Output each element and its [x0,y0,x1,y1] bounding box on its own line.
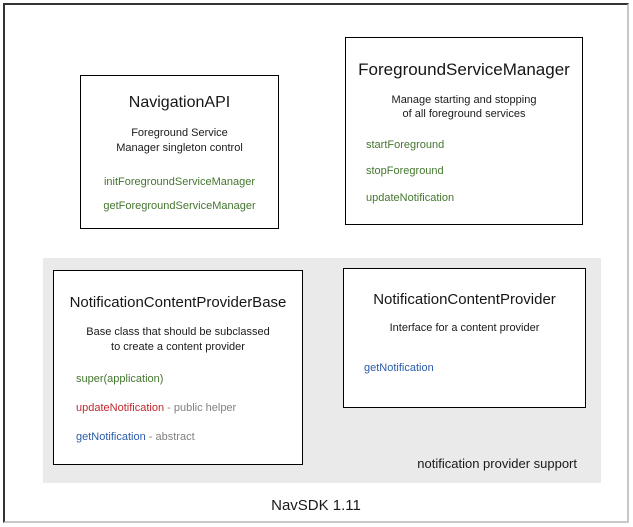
member-name: super(application) [76,372,164,385]
class-description-line: Manager singleton control [116,142,243,155]
class-member[interactable]: stopForeground [366,165,582,178]
class-description-line: Manage starting and stopping [391,93,537,106]
class-description: Manage starting and stopping of all fore… [346,93,582,123]
class-description-line: of all foreground services [402,108,526,121]
class-description-line: Foreground Service [131,127,228,140]
class-title: ForegroundServiceManager [358,60,570,79]
member-name: startForeground [366,139,445,152]
slide-frame: notification provider support Navigation… [3,3,629,523]
class-title: NotificationContentProviderBase [69,294,287,311]
group-panel-label: notification provider support [417,456,577,471]
class-member[interactable]: getNotification [364,362,585,375]
member-name: updateNotification [366,191,455,204]
class-member[interactable]: super(application) [76,373,302,386]
class-member-list: super(application) updateNotification - … [54,373,302,445]
class-member[interactable]: startForeground [366,139,582,152]
class-box-navigation-api[interactable]: NavigationAPI Foreground Service Manager… [80,75,279,229]
member-note: - abstract [145,431,195,444]
class-description: Foreground Service Manager singleton con… [81,126,278,156]
member-name: stopForeground [366,165,444,178]
class-member-list: startForeground stopForeground updateNot… [346,139,582,205]
member-name: initForegroundServiceManager [103,176,256,189]
class-description: Base class that should be subclassed to … [54,325,302,355]
slide-caption: NavSDK 1.11 [271,497,361,514]
class-member[interactable]: initForegroundServiceManager [81,176,278,189]
class-title: NavigationAPI [128,94,231,111]
member-name: updateNotification [76,402,165,415]
member-note: - public helper [164,402,237,415]
class-title: NotificationContentProvider [373,291,556,308]
class-member[interactable]: updateNotification - public helper [76,402,302,415]
class-member[interactable]: getForegroundServiceManager [81,200,278,213]
class-member-list: getNotification [344,362,585,375]
class-member-list: initForegroundServiceManager getForegrou… [81,176,278,213]
class-description: Interface for a content provider [344,321,585,336]
member-name: getForegroundServiceManager [103,200,256,213]
class-box-notification-content-provider[interactable]: NotificationContentProvider Interface fo… [343,268,586,408]
class-description-line: to create a content provider [111,341,245,354]
member-name: getNotification [364,362,434,375]
class-description-line: Interface for a content provider [389,322,540,335]
class-description-line: Base class that should be subclassed [86,326,270,339]
class-box-foreground-service-manager[interactable]: ForegroundServiceManager Manage starting… [345,37,583,225]
class-member[interactable]: getNotification - abstract [76,431,302,444]
class-box-notification-content-provider-base[interactable]: NotificationContentProviderBase Base cla… [53,270,303,465]
class-member[interactable]: updateNotification [366,192,582,205]
member-name: getNotification [76,431,146,444]
